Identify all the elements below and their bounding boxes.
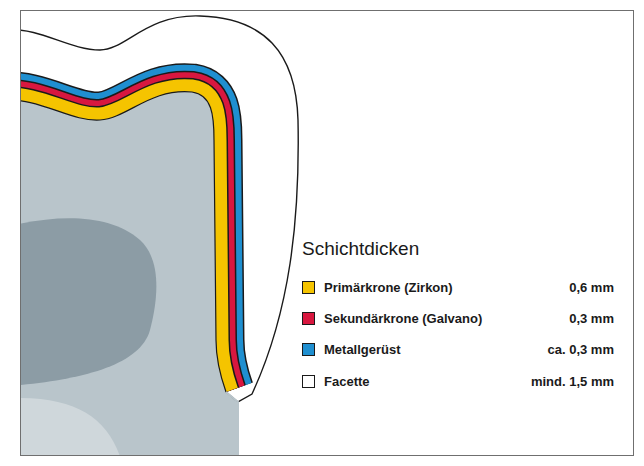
legend-swatch <box>302 281 315 294</box>
pulp <box>21 218 156 386</box>
legend-title: Schichtdicken <box>302 238 419 260</box>
legend-text: Primärkrone (Zirkon) <box>324 279 453 297</box>
stump-edge <box>226 392 238 455</box>
legend-swatch <box>302 375 315 388</box>
legend-text: Metallgerüst <box>324 341 401 359</box>
legend-text: Sekundärkrone (Galvano) <box>324 310 482 328</box>
thickness-value: mind. 1,5 mm <box>531 373 614 391</box>
legend-row: Sekundärkrone (Galvano) 0,3 mm <box>302 310 614 328</box>
legend-swatch <box>302 312 315 325</box>
tooth-stump <box>21 92 238 455</box>
thickness-value: 0,6 mm <box>569 279 614 297</box>
thickness-value: ca. 0,3 mm <box>548 341 615 359</box>
legend-text: Facette <box>324 373 370 391</box>
thickness-value: 0,3 mm <box>569 310 614 328</box>
frame <box>21 11 634 456</box>
legend-row: Facette mind. 1,5 mm <box>302 373 614 391</box>
legend-row: Metallgerüst ca. 0,3 mm <box>302 341 614 359</box>
legend-row: Primärkrone (Zirkon) 0,6 mm <box>302 279 614 297</box>
legend-swatch <box>302 343 315 356</box>
root-area <box>21 398 124 455</box>
